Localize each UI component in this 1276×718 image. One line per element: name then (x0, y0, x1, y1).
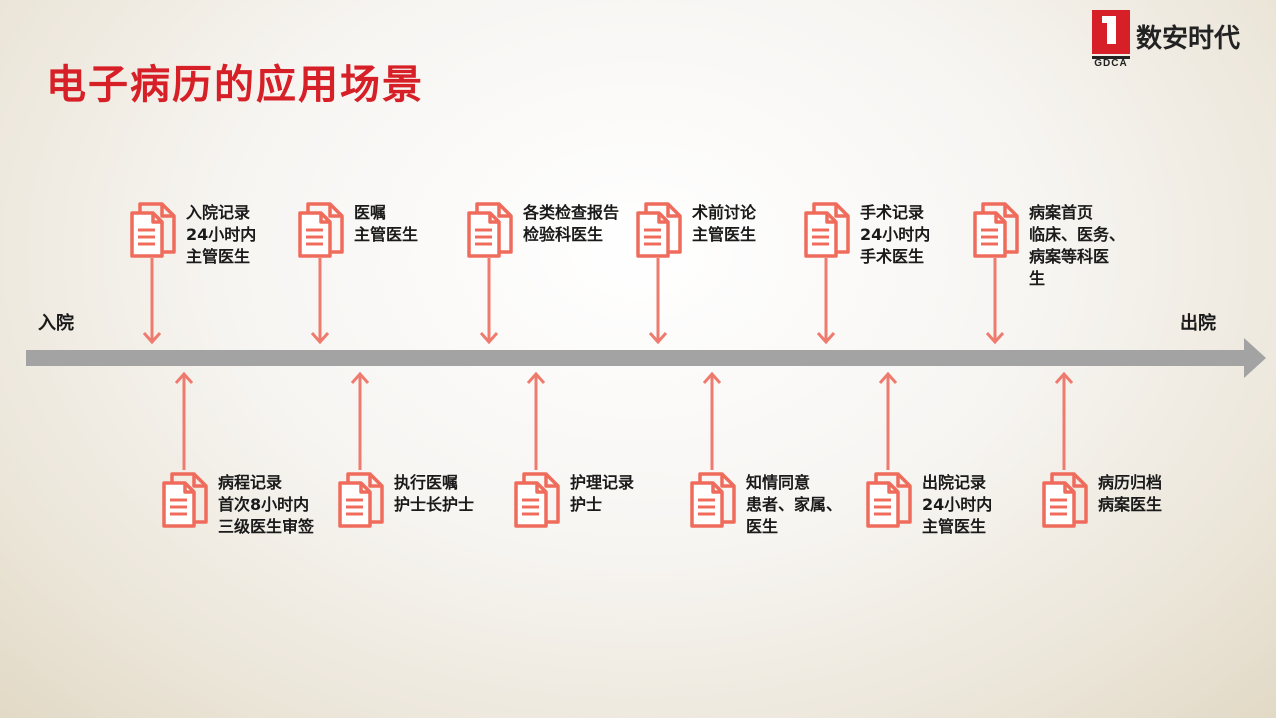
stage-text-line: 主管医生 (922, 517, 987, 536)
timeline-axis-arrowhead-icon (1244, 338, 1266, 378)
up-arrow-icon (1054, 371, 1074, 470)
stage-text: 入院记录 24小时内主管医生 (186, 202, 304, 268)
stage-text-line: 病程记录 (218, 473, 283, 492)
stage-text-line: 检验科医生 (523, 225, 604, 244)
logo-name-text: 数安时代 (1136, 24, 1241, 54)
stage-text-line: 主管医生 (354, 225, 419, 244)
stage-text: 护理记录护士 (570, 472, 688, 516)
stage-text-line: 病历归档 (1098, 473, 1163, 492)
admission-label: 入院 (38, 313, 74, 334)
down-arrow-icon (648, 258, 668, 345)
down-arrow-icon (310, 258, 330, 345)
up-arrow-icon (702, 371, 722, 470)
document-icon (690, 472, 736, 528)
stage-text-line: 医嘱 (354, 203, 387, 222)
document-icon (636, 202, 682, 258)
document-icon (973, 202, 1019, 258)
stage-text-line: 主管医生 (692, 225, 757, 244)
stage-text-line: 病案等科医 (1029, 247, 1110, 266)
down-arrow-icon (142, 258, 162, 345)
discharge-label: 出院 (1180, 313, 1216, 334)
stage-text-line: 临床、医务、 (1029, 225, 1126, 244)
document-icon (866, 472, 912, 528)
down-arrow-icon (985, 258, 1005, 345)
document-icon (804, 202, 850, 258)
stage-text-line: 护士 (570, 495, 603, 514)
stage-text-line: 护士长护士 (394, 495, 475, 514)
up-arrow-icon (350, 371, 370, 470)
stage-text: 执行医嘱护士长护士 (394, 472, 512, 516)
down-arrow-icon (479, 258, 499, 345)
page-title: 电子病历的应用场景 (46, 61, 424, 108)
document-icon (162, 472, 208, 528)
up-arrow-icon (526, 371, 546, 470)
stage-text-line: 主管医生 (186, 247, 251, 266)
stage-text-line: 护理记录 (570, 473, 635, 492)
stage-text-line: 入院记录 (186, 203, 251, 222)
document-icon (130, 202, 176, 258)
stage-text: 出院记录 24小时内主管医生 (922, 472, 1040, 538)
stage-text-line: 出院记录 (922, 473, 987, 492)
down-arrow-icon (816, 258, 836, 345)
stage-text: 病案首页临床、医务、病案等科医生 (1029, 202, 1147, 290)
stage-text-line: 执行医嘱 (394, 473, 459, 492)
document-icon (467, 202, 513, 258)
stage-text-line: 知情同意 (746, 473, 811, 492)
stage-text: 医嘱主管医生 (354, 202, 472, 246)
stage-text-line: 病案医生 (1098, 495, 1163, 514)
gdca-logo-mark-icon (1092, 10, 1130, 59)
stage-text-line: 三级医生审签 (218, 517, 315, 536)
stage-text-line: 各类检查报告 (523, 203, 620, 222)
gdca-logo: GDCA 数安时代 (1088, 10, 1268, 70)
stage-text-line: 首次8小时内 (218, 495, 310, 514)
stage-text: 术前讨论主管医生 (692, 202, 810, 246)
stage-text-line: 24小时内 (922, 495, 993, 514)
logo-sub-text: GDCA (1094, 58, 1128, 69)
stage-text-line: 患者、家属、 (746, 495, 843, 514)
stage-text-line: 手术记录 (860, 203, 925, 222)
document-icon (338, 472, 384, 528)
stage-text: 各类检查报告检验科医生 (523, 202, 641, 246)
stage-text-line: 病案首页 (1029, 203, 1094, 222)
stage-text: 知情同意患者、家属、医生 (746, 472, 864, 538)
document-icon (514, 472, 560, 528)
stage-text-line: 手术医生 (860, 247, 925, 266)
stage-text: 手术记录 24小时内手术医生 (860, 202, 978, 268)
document-icon (298, 202, 344, 258)
stage-text: 病历归档病案医生 (1098, 472, 1216, 516)
up-arrow-icon (174, 371, 194, 470)
timeline-axis (26, 350, 1254, 366)
stage-text: 病程记录首次8小时内三级医生审签 (218, 472, 336, 538)
stage-text-line: 生 (1029, 269, 1046, 288)
document-icon (1042, 472, 1088, 528)
stage-text-line: 医生 (746, 517, 779, 536)
stage-text-line: 24小时内 (860, 225, 931, 244)
stage-text-line: 术前讨论 (692, 203, 757, 222)
up-arrow-icon (878, 371, 898, 470)
stage-text-line: 24小时内 (186, 225, 257, 244)
